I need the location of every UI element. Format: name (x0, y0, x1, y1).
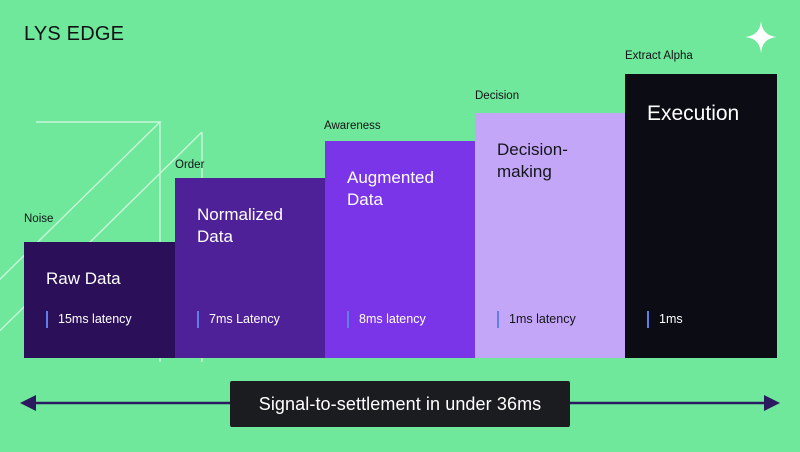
latency-tick-icon (497, 311, 499, 328)
stage-title: Decision-making (497, 140, 568, 182)
stage-latency: 1ms (647, 311, 683, 328)
stage-latency: 7ms Latency (197, 311, 280, 328)
stage-latency-label: 7ms Latency (209, 312, 280, 327)
latency-tick-icon (46, 311, 48, 328)
stage-title: Normalized Data (197, 205, 283, 247)
stage-caption-order: Order (175, 159, 205, 171)
stage-latency-label: 8ms latency (359, 312, 426, 327)
stage-title: Augmented Data (347, 168, 434, 210)
stage-caption-extract-alpha: Extract Alpha (625, 50, 693, 62)
stage-latency-label: 1ms (659, 312, 683, 327)
stage-caption-decision: Decision (475, 90, 520, 102)
stage-title: Execution (647, 102, 740, 125)
summary-label: Signal-to-settlement in under 36ms (258, 393, 542, 414)
stage-bar-execution[interactable]: Execution 1ms (625, 74, 777, 358)
stage-caption-awareness: Awareness (324, 120, 381, 132)
stage-latency-label: 1ms latency (509, 312, 576, 327)
stage-latency: 1ms latency (497, 311, 576, 328)
stage-bar-raw-data[interactable]: Raw Data 15ms latency (24, 242, 175, 358)
stage-bar-augmented-data[interactable]: Augmented Data 8ms latency (325, 141, 475, 358)
stage-latency: 15ms latency (46, 311, 132, 328)
page-title: LYS EDGE (24, 23, 125, 45)
latency-tick-icon (197, 311, 199, 328)
stage-caption-noise: Noise (24, 213, 54, 225)
stage-latency: 8ms latency (347, 311, 426, 328)
stage-bar-normalized-data[interactable]: Normalized Data 7ms Latency (175, 178, 325, 358)
stage-bar-decision-making[interactable]: Decision-making 1ms latency (475, 113, 625, 358)
latency-tick-icon (647, 311, 649, 328)
latency-tick-icon (347, 311, 349, 328)
stage-latency-label: 15ms latency (58, 312, 132, 327)
stage-title: Raw Data (46, 269, 121, 288)
sparkle-icon (745, 21, 777, 53)
summary-badge: Signal-to-settlement in under 36ms (230, 381, 570, 427)
